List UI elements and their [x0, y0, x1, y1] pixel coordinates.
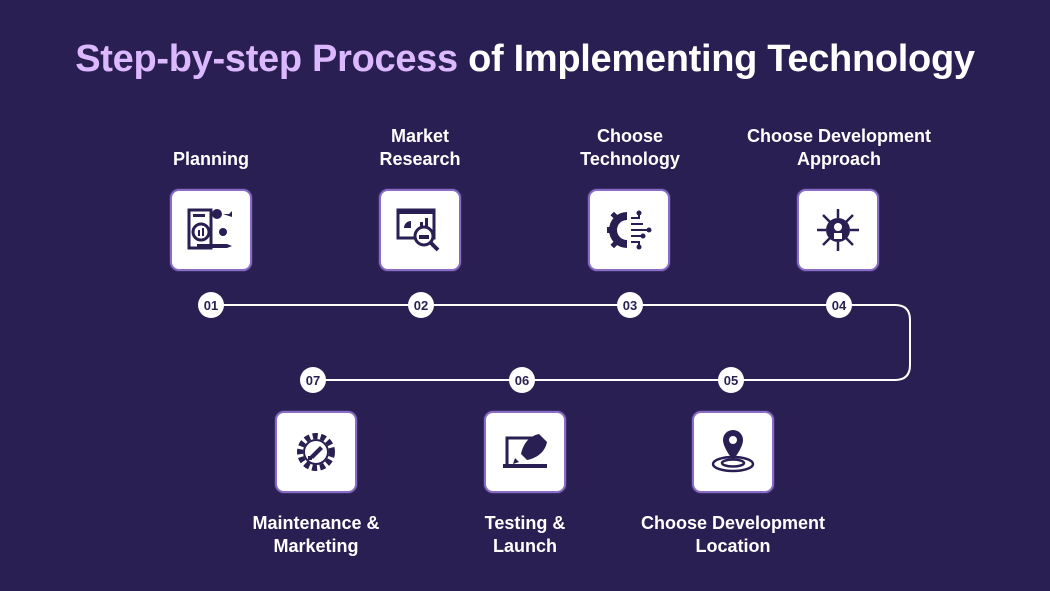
development-approach-icon	[797, 189, 879, 271]
step-label-maintenance: Maintenance & Marketing	[252, 513, 380, 556]
location-pin-icon	[692, 411, 774, 493]
step-number-04: 04	[826, 292, 852, 318]
rocket-launch-icon	[484, 411, 566, 493]
step-label-planning: Planning	[173, 148, 249, 169]
step-number-06: 06	[509, 367, 535, 393]
market-research-icon	[379, 189, 461, 271]
step-label-development-approach: Choose Development Approach	[746, 126, 932, 169]
step-number-01: 01	[198, 292, 224, 318]
step-label-testing: Testing & Launch	[484, 513, 566, 556]
step-number-07: 07	[300, 367, 326, 393]
step-label-choose-technology: Choose Technology	[580, 126, 680, 169]
step-label-location: Choose Development Location	[640, 513, 826, 556]
step-number-03: 03	[617, 292, 643, 318]
maintenance-gear-icon	[275, 411, 357, 493]
step-label-market-research: Market Research	[379, 126, 461, 169]
step-number-02: 02	[408, 292, 434, 318]
planning-icon	[170, 189, 252, 271]
step-number-05: 05	[718, 367, 744, 393]
technology-gear-icon	[588, 189, 670, 271]
page-title: Step-by-step Process of Implementing Tec…	[75, 38, 975, 80]
